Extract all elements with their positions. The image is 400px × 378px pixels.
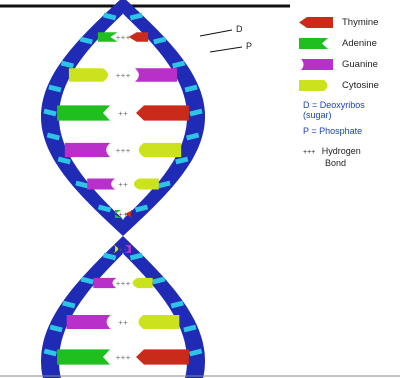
phosphate-tick — [190, 351, 202, 354]
phosphate-tick — [50, 327, 62, 330]
phosphate-tick — [130, 15, 142, 18]
cytosine-swatch-shape — [299, 80, 328, 91]
cytosine-base — [133, 278, 153, 288]
guanine-base — [135, 68, 177, 82]
phosphate-tick — [153, 279, 165, 282]
phosphate-tick — [49, 87, 61, 90]
base-pair: +++ — [69, 68, 177, 82]
guanine-base — [67, 315, 111, 329]
legend-item-adenine: Adenine — [298, 35, 400, 56]
legend-item-guanine: Guanine — [298, 56, 400, 77]
legend-label-adenine: Adenine — [342, 38, 377, 49]
cytosine-base — [138, 315, 179, 329]
base-pair: ++ — [57, 105, 189, 120]
hydrogen-bond-marks: ++ — [118, 182, 128, 189]
cytosine-base — [134, 178, 159, 189]
cytosine-swatch-icon — [298, 79, 334, 92]
hydrogen-bond-marks: ++ — [118, 247, 128, 254]
p-label: P — [246, 41, 252, 51]
legend-label-thymine: Thymine — [342, 17, 378, 28]
thymine-base — [129, 32, 149, 42]
adenine-base — [57, 105, 110, 120]
phosphate-tick — [76, 183, 88, 186]
guanine-swatch-icon — [298, 58, 334, 71]
base-pairs: +++++++++++++++++++++++++ — [57, 32, 189, 364]
phosphate-tick — [154, 39, 166, 42]
phosphate-tick — [185, 87, 197, 90]
deoxyribose-line-1: D = Deoxyribos — [303, 100, 400, 110]
base-pair: ++ — [67, 315, 180, 329]
phosphate-tick — [158, 183, 170, 186]
adenine-swatch-shape — [299, 38, 328, 49]
adenine-swatch-icon — [298, 37, 334, 50]
deoxyribose-line-2: (sugar) — [303, 110, 400, 120]
phosphate-tick — [61, 63, 73, 66]
hydrogen-bond-marks: +++ — [115, 281, 130, 288]
legend-label-cytosine: Cytosine — [342, 80, 379, 91]
legend: Thymine Adenine Guanine Cytosine — [298, 14, 400, 98]
legend-item-cytosine: Cytosine — [298, 77, 400, 98]
legend-label-guanine: Guanine — [342, 59, 378, 70]
hydrogen-bond-line-2: Bond — [325, 158, 346, 168]
hydrogen-bond-marks: ++ — [118, 212, 128, 219]
phosphate-tick — [104, 255, 116, 258]
phosphate-tick — [58, 159, 70, 162]
d-pointer-line — [200, 30, 232, 36]
base-pair: +++ — [57, 349, 189, 364]
phosphate-tick — [81, 279, 93, 282]
phosphate-tick — [184, 327, 196, 330]
thymine-base — [136, 105, 189, 120]
guanine-base — [87, 178, 115, 189]
cytosine-base — [139, 143, 181, 157]
base-pair: +++ — [93, 278, 152, 288]
phosphate-tick — [130, 255, 142, 258]
hydrogen-bond-marks: +++ — [115, 35, 130, 42]
hydrogen-bond-marks: ++ — [118, 320, 128, 327]
thymine-swatch-shape — [299, 17, 333, 28]
guanine-base — [93, 278, 116, 288]
adenine-base — [57, 349, 110, 364]
hydrogen-bond-line-1: Hydrogen — [322, 146, 361, 156]
phosphate-tick — [80, 39, 92, 42]
hydrogen-bond-marks: ++ — [118, 111, 128, 118]
phosphate-tick — [190, 111, 202, 114]
phosphate-tick — [44, 351, 56, 354]
hydrogen-bond-marks: +++ — [115, 355, 130, 362]
phosphate-tick — [44, 111, 56, 114]
phosphate-tick — [176, 159, 188, 162]
deoxyribose-definition: D = Deoxyribos (sugar) — [303, 100, 400, 120]
phosphate-definition: P = Phosphate — [303, 126, 400, 136]
definitions: D = Deoxyribos (sugar) P = Phosphate — [303, 100, 400, 142]
p-pointer-line — [210, 47, 242, 52]
phosphate-tick — [173, 63, 185, 66]
thymine-base — [136, 349, 189, 364]
legend-item-thymine: Thymine — [298, 14, 400, 35]
phosphate-tick — [187, 135, 199, 138]
base-pair: +++ — [65, 143, 181, 157]
base-pair: ++ — [87, 178, 159, 189]
phosphate-tick — [47, 135, 59, 138]
base-pair: +++ — [98, 32, 148, 42]
phosphate-tick — [99, 207, 111, 210]
guanine-base — [65, 143, 110, 157]
phosphate-tick — [104, 15, 116, 18]
hydrogen-bond-marks: +++ — [115, 73, 130, 80]
hydrogen-bond-definition: +++ Hydrogen Bond — [303, 146, 361, 168]
phosphate-tick — [171, 303, 183, 306]
phosphate-tick — [136, 207, 148, 210]
hydrogen-bond-symbol: +++ — [303, 149, 315, 156]
hydrogen-bond-marks: +++ — [115, 148, 130, 155]
guanine-swatch-shape — [301, 59, 333, 70]
d-label: D — [236, 24, 243, 34]
cytosine-base — [69, 68, 108, 82]
thymine-swatch-icon — [298, 16, 334, 29]
phosphate-tick — [63, 303, 75, 306]
